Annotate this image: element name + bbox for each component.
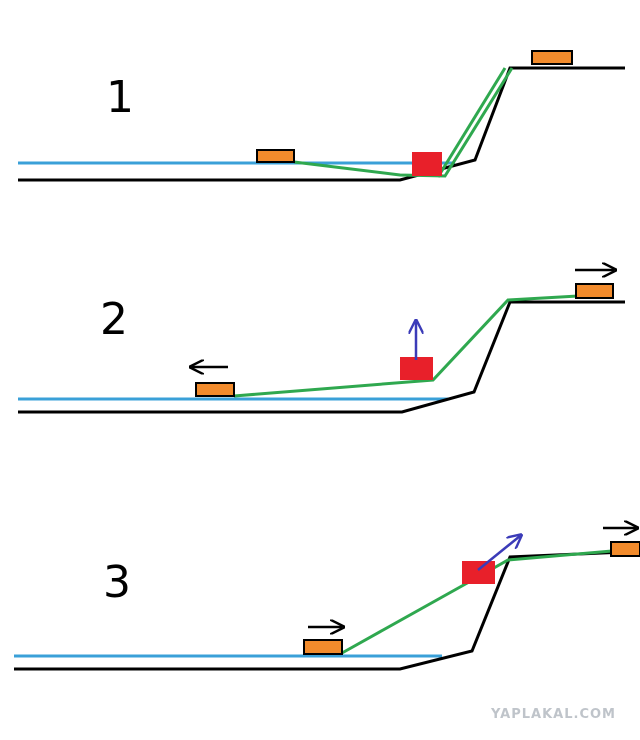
panel-1-orange-box-top xyxy=(531,50,573,65)
panel-1-red-box xyxy=(412,152,442,176)
panel-2-orange-box-top xyxy=(575,283,614,299)
panel-2: 2 xyxy=(18,270,625,414)
panel-3-orange-box-left xyxy=(303,639,343,655)
panel-3-red-box xyxy=(462,561,495,584)
panel-2-rope xyxy=(233,294,579,398)
panel-1-label: 1 xyxy=(106,72,134,123)
panel-3-label: 3 xyxy=(103,557,131,608)
watermark: YAPLAKAL.COM xyxy=(491,707,616,722)
panel-2-orange-box-left xyxy=(195,382,235,397)
panel-3: 3 xyxy=(14,528,640,671)
panel-1: 1 xyxy=(18,50,625,182)
panel-1-orange-box-left xyxy=(256,149,295,163)
panel-3-diagonal-arrow xyxy=(477,536,520,571)
panel-3-orange-box-top xyxy=(610,541,640,557)
panel-2-red-box xyxy=(400,357,433,380)
panel-1-ground-profile xyxy=(18,66,625,182)
panel-2-ground-profile xyxy=(18,300,625,414)
panel-2-label: 2 xyxy=(100,294,128,345)
panel-1-rope xyxy=(293,67,514,178)
panel-1-rope-return xyxy=(436,67,507,178)
